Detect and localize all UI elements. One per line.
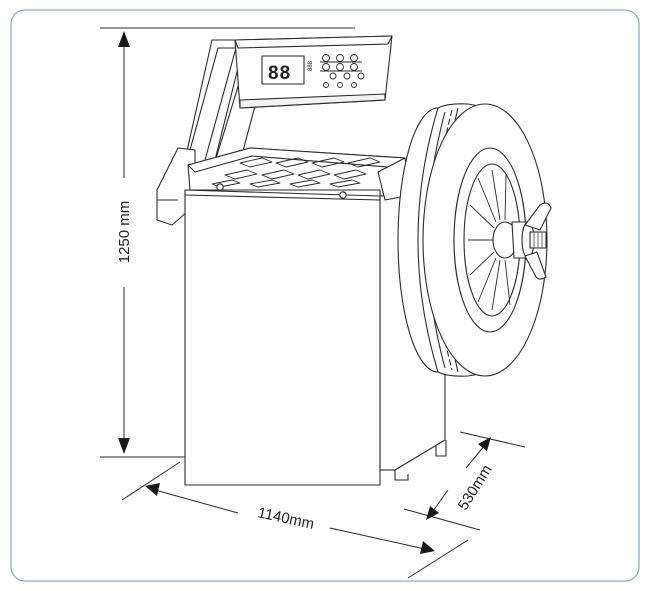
- wheel: [397, 103, 552, 377]
- keypad: [320, 54, 365, 88]
- depth-dimension: [403, 431, 526, 531]
- balancer-machine: 88 888: [156, 35, 552, 486]
- cabinet-front: [184, 189, 381, 486]
- width-label: 1140mm: [256, 504, 316, 533]
- display-screen: [261, 55, 305, 85]
- height-dimension: [100, 27, 355, 458]
- width-extension-left: [121, 461, 181, 501]
- frame-border: [10, 9, 640, 582]
- depth-arrow-head-bottom: [426, 506, 439, 520]
- width-extension-right: [407, 539, 469, 579]
- width-dimension: [121, 461, 469, 579]
- depth-arrow-line-upper: [465, 444, 486, 469]
- display-digits: 88: [268, 63, 291, 84]
- cabinet-top-edge: [184, 189, 381, 201]
- foot-rear: [435, 440, 447, 457]
- display-console-bottom: [239, 93, 386, 109]
- wing-handle-top: [524, 202, 552, 231]
- depth-arrow-line-lower: [432, 489, 449, 512]
- depth-arrow-head-top: [478, 437, 491, 451]
- depth-label: 530mm: [455, 462, 496, 513]
- width-arrow-head-left: [145, 483, 160, 496]
- depth-extension-bottom: [403, 508, 481, 531]
- display-small-digits: 888: [308, 60, 314, 71]
- display-arm-inner: [189, 47, 237, 161]
- depth-extension-top: [459, 431, 526, 448]
- width-arrow-line-right: [329, 527, 426, 550]
- width-arrow-line-left: [154, 489, 239, 514]
- cabinet-screw-right: [339, 191, 347, 199]
- foot-right: [394, 470, 409, 481]
- height-arrow-head-bottom: [118, 438, 130, 454]
- cabinet-screw-left: [216, 183, 224, 191]
- rim-spokes: [468, 169, 511, 311]
- wing-handle-bottom: [524, 251, 547, 280]
- display-console-top: [234, 35, 393, 49]
- height-arrow-head-top: [118, 31, 130, 47]
- width-arrow-head-right: [420, 541, 435, 554]
- height-label: 1250 mm: [116, 201, 133, 264]
